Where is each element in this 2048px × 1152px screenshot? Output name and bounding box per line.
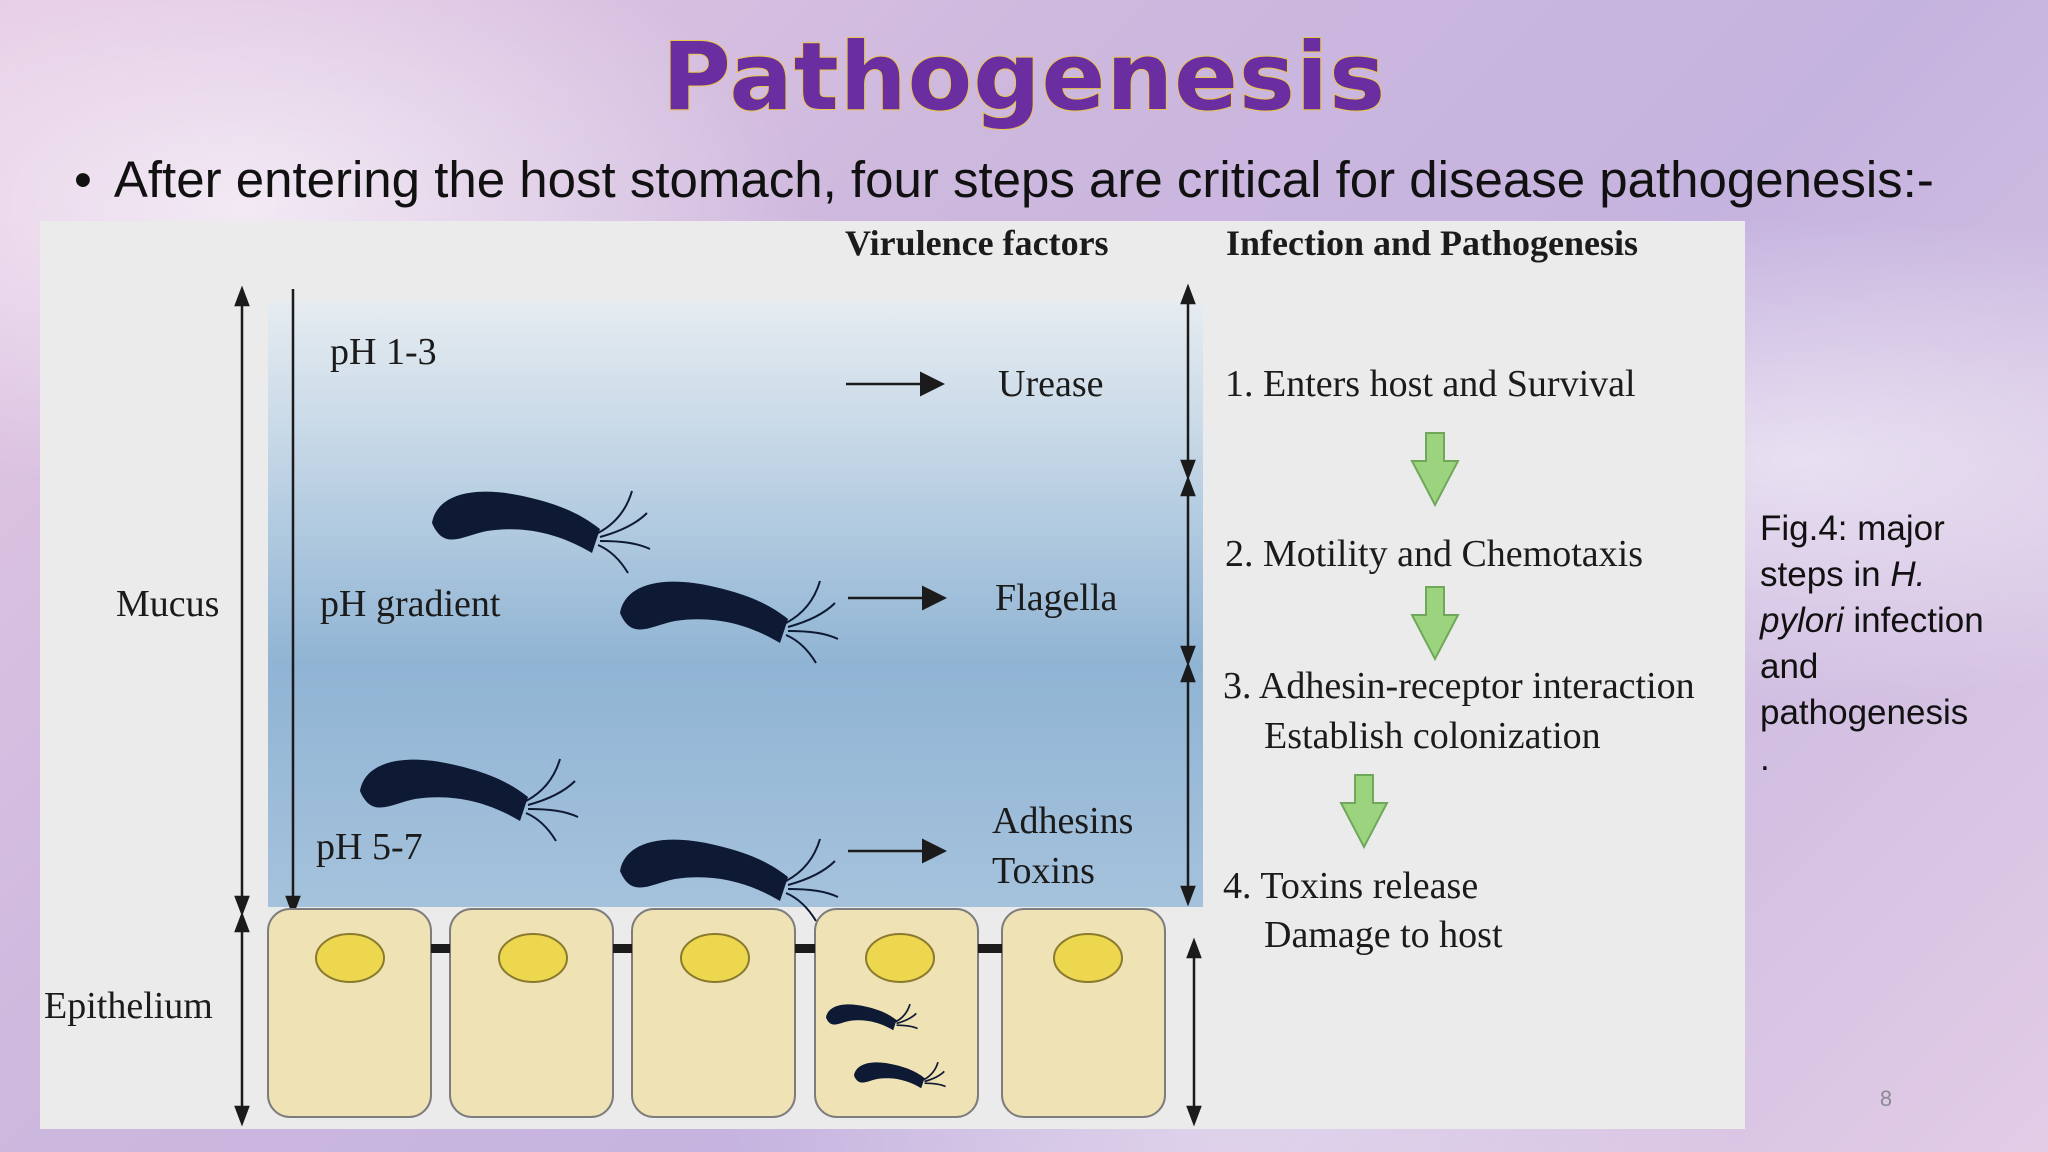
step-4-subtext: Damage to host bbox=[1264, 914, 1503, 956]
bacteria bbox=[360, 490, 839, 922]
step-arrows bbox=[1339, 432, 1460, 850]
bullet-point: • After entering the host stomach, four s… bbox=[74, 150, 2024, 210]
epithelial-cells bbox=[267, 908, 1166, 1118]
header-infection-pathogenesis: Infection and Pathogenesis bbox=[1226, 223, 1638, 263]
caption-suffix: infection and pathogenesis bbox=[1760, 601, 1984, 732]
virulence-arrows bbox=[846, 371, 947, 864]
factor-urease: Urease bbox=[998, 363, 1103, 405]
ph-label-bottom: pH 5-7 bbox=[316, 826, 423, 868]
ph-label-top: pH 1-3 bbox=[330, 331, 437, 373]
step-4-text: 4. Toxins release bbox=[1223, 865, 1478, 907]
step-3-text: 3. Adhesin-receptor interaction bbox=[1223, 665, 1695, 707]
header-virulence-factors: Virulence factors bbox=[845, 223, 1109, 263]
step-2-text: 2. Motility and Chemotaxis bbox=[1225, 533, 1643, 575]
caption-end: . bbox=[1760, 739, 1770, 778]
page-number: 8 bbox=[1879, 1086, 1893, 1111]
caption-species: H. pylori bbox=[1760, 555, 1926, 640]
figure-panel: Virulence factors Infection and Pathogen… bbox=[40, 221, 1745, 1129]
factor-flagella: Flagella bbox=[995, 577, 1118, 619]
step-3-subtext: Establish colonization bbox=[1264, 715, 1601, 757]
step-axes bbox=[1180, 283, 1202, 1127]
slide-title: Pathogenesis bbox=[661, 23, 1387, 132]
step-1-text: 1. Enters host and Survival bbox=[1225, 363, 1636, 405]
mucus-axis bbox=[234, 285, 301, 917]
factor-toxins: Toxins bbox=[992, 850, 1095, 892]
figure-caption: Fig.4: major steps in H. pylori infectio… bbox=[1760, 506, 2010, 782]
epithelium-axis bbox=[234, 911, 250, 1127]
bullet-text: After entering the host stomach, four st… bbox=[113, 151, 1934, 208]
pathogenesis-diagram: Virulence factors Infection and Pathogen… bbox=[44, 223, 1695, 1127]
label-epithelium: Epithelium bbox=[44, 985, 213, 1027]
label-mucus: Mucus bbox=[116, 583, 219, 625]
ph-label-gradient: pH gradient bbox=[320, 583, 501, 625]
caption-prefix: Fig.4: major steps in bbox=[1760, 509, 1945, 594]
bullet-icon: • bbox=[74, 151, 92, 208]
factor-adhesins: Adhesins bbox=[992, 800, 1133, 842]
